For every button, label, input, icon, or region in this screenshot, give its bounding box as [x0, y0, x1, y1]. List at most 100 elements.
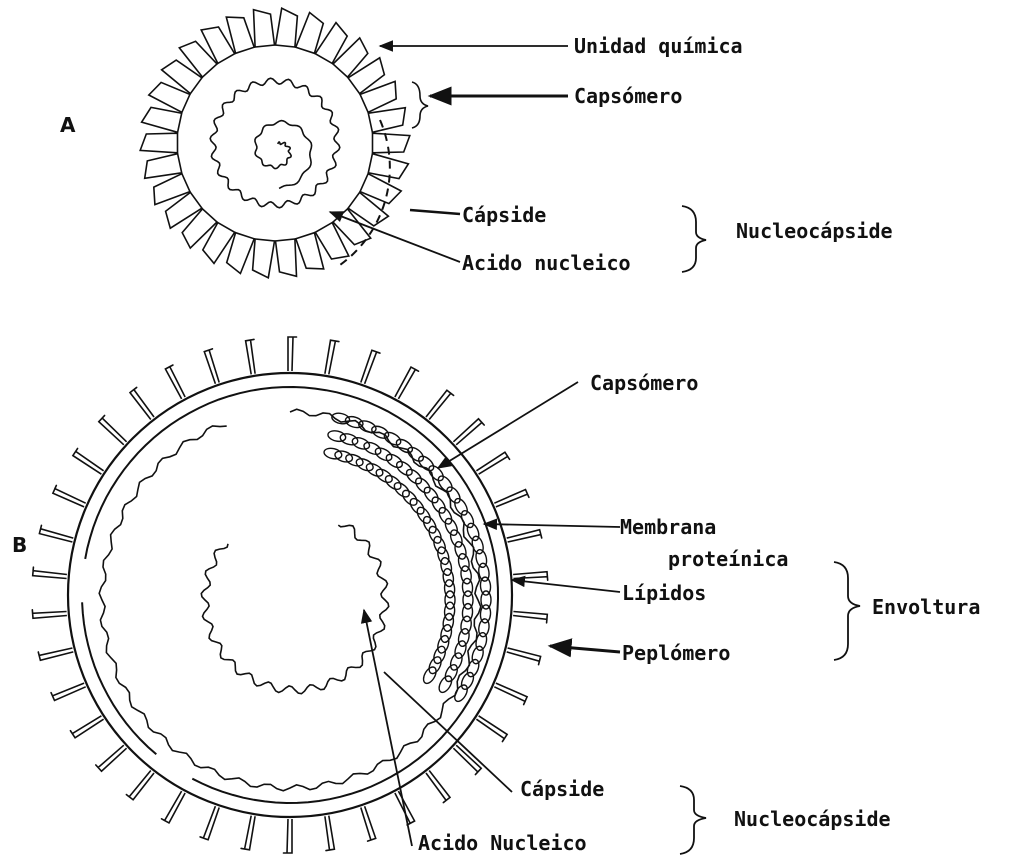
peplomer-spike — [507, 530, 542, 542]
capsomere-coil — [442, 568, 455, 587]
panel-a-nucleic-acid-spiral — [255, 121, 312, 189]
panel-b-capside-label: Cápside — [520, 777, 604, 801]
peplomer-spike — [325, 340, 339, 374]
capsomere-coil — [439, 557, 453, 577]
peplomer-spike — [73, 448, 104, 474]
peplomer-spike — [513, 572, 548, 581]
capsomere-coil — [327, 429, 347, 443]
peplomer-spike — [39, 525, 73, 542]
peplomer-spike — [33, 567, 67, 578]
capsomere-coil — [436, 634, 451, 654]
peplomer-spike — [162, 791, 186, 823]
capsomere-coil — [384, 452, 405, 470]
capsomere-coil — [426, 463, 446, 483]
capsomere-coil — [416, 454, 436, 474]
panel-a-capsid-wave — [210, 78, 340, 208]
capsomere-coil — [457, 553, 471, 573]
panel-b-acido-leader — [364, 610, 412, 846]
panel-b-membrana-line2: proteínica — [668, 547, 788, 571]
capsomere-coil — [453, 640, 468, 660]
capsomere-petal — [179, 41, 217, 77]
capsomere-coil — [382, 430, 403, 448]
capsomere-coil — [457, 628, 471, 648]
peplomer-spike — [246, 339, 256, 374]
capsomere-coil — [436, 546, 451, 566]
panel-b-capsid-wave — [99, 409, 481, 791]
capsomere-coil — [323, 447, 343, 461]
capsomere-coil — [413, 476, 433, 496]
panel-b-capsomere-coils — [323, 412, 491, 704]
panel-a-unidad-quimica-label: Unidad química — [574, 34, 743, 58]
capsomere-coil — [432, 535, 448, 555]
panel-b-inner-envelope-arc — [82, 387, 498, 803]
capsomere-coil — [448, 528, 464, 548]
peplomer-spike — [283, 819, 292, 853]
panel-b-envoltura-label: Envoltura — [872, 595, 980, 619]
capsomere-petal — [203, 223, 235, 264]
peplomer-spike — [395, 367, 419, 399]
panel-a-capside-label: Cápside — [462, 203, 546, 227]
panel-b-capsomero-label: Capsómero — [590, 371, 698, 395]
peplomer-spike — [96, 745, 127, 771]
panel-a-nucleocapside-label: Nucleocápside — [736, 219, 893, 243]
capsomere-coil — [392, 480, 412, 500]
panel-b-peplomero-label: Peplómero — [622, 641, 730, 665]
peplomer-spike — [361, 806, 376, 841]
panel-b-lipidos-leader — [512, 580, 620, 592]
peplomer-spike — [32, 610, 67, 619]
panel-b-peplomero-leader — [550, 646, 620, 652]
capsomere-coil — [344, 452, 364, 468]
peplomer-spike — [476, 716, 507, 742]
panel-a-capsomero-label: Capsómero — [574, 84, 682, 108]
panel-b: B Capsómero Membrana proteínica Lípidos … — [12, 337, 980, 855]
capsomere-petal — [333, 38, 368, 77]
peplomer-spike — [200, 806, 219, 840]
peplomer-spike — [426, 771, 450, 803]
peplomer-spike — [325, 816, 335, 851]
panel-b-capsomero-leader — [438, 382, 578, 468]
peplomer-spike — [507, 648, 541, 665]
capsomere-coil — [427, 655, 444, 676]
peplomer-spike — [165, 365, 185, 399]
panel-a-acido-label: Acido nucleico — [462, 251, 631, 275]
capsomere-coil — [436, 474, 455, 494]
panel-b-lipidos-label: Lípidos — [622, 581, 706, 605]
panel-a-nucleocapside-brace — [682, 206, 706, 272]
capsomere-petal — [182, 209, 217, 248]
capsomere-petal — [254, 10, 275, 47]
peplomer-spike — [476, 452, 509, 474]
capsomere-coil — [334, 449, 354, 464]
panel-a-acido-leader — [330, 212, 460, 262]
capsomere-coil — [444, 485, 462, 506]
panel-a-letter: A — [60, 113, 76, 137]
capsomere-petal — [140, 133, 177, 153]
panel-b-nucleic-acid-wave — [201, 525, 388, 694]
capsomere-petal — [276, 239, 297, 276]
capsomere-petal — [142, 107, 182, 132]
capsomere-petal — [368, 108, 405, 133]
peplomer-spike — [53, 485, 86, 507]
capsomere-petal — [162, 60, 202, 94]
capsomere-coil — [448, 651, 464, 671]
peplomer-spike — [426, 390, 454, 419]
capsomere-coil — [452, 683, 470, 704]
panel-b-acido-label: Acido Nucleico — [418, 831, 587, 855]
panel-a-capside-leader — [410, 210, 460, 214]
capsomere-petal — [315, 23, 347, 64]
peplomer-spike — [204, 349, 219, 384]
capsomere-coil — [437, 674, 455, 695]
panel-b-nucleocapside-brace — [680, 786, 706, 854]
peplomer-spike — [494, 490, 529, 507]
peplomer-spike — [453, 419, 484, 445]
capsomere-coil — [405, 445, 425, 464]
capsomere-petal — [360, 81, 396, 112]
capsomere-coil — [354, 456, 375, 473]
panel-a-small-brace — [412, 82, 428, 128]
capsomere-coil — [460, 615, 473, 634]
capsomere-coil — [453, 540, 468, 560]
panel-b-envoltura-brace — [834, 562, 860, 660]
capsomere-petal — [154, 174, 190, 205]
panel-b-membrana-line1: Membrana — [620, 515, 716, 539]
capsomere-coil — [351, 435, 371, 451]
